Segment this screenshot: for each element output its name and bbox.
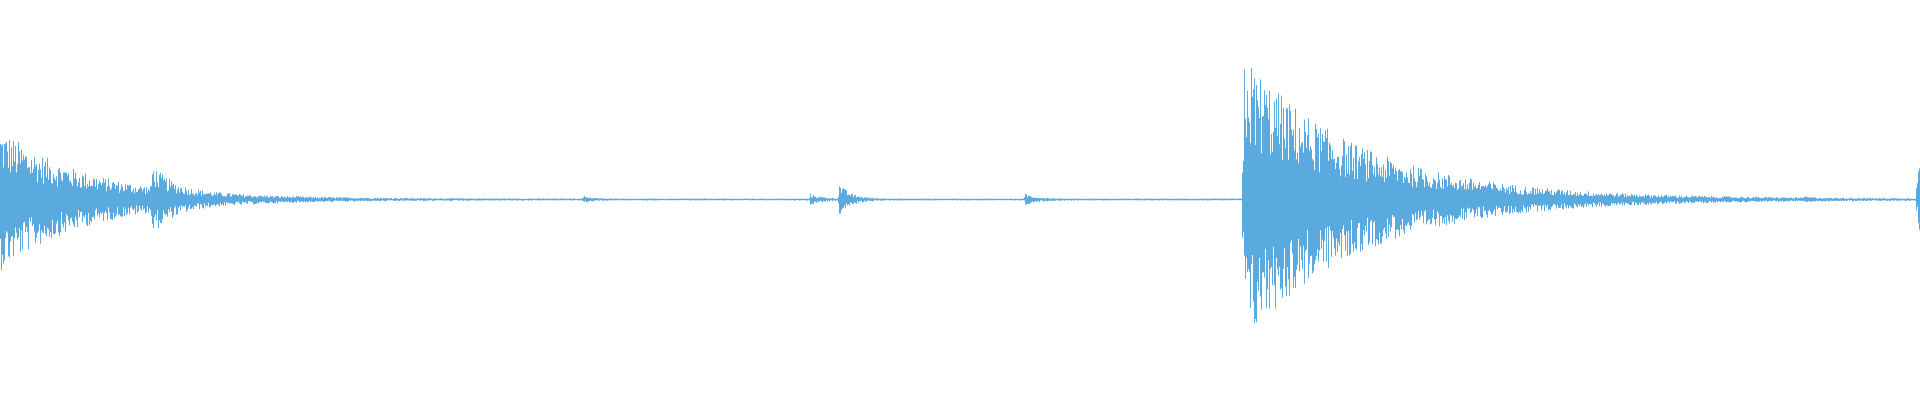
audio-waveform xyxy=(0,68,1920,324)
